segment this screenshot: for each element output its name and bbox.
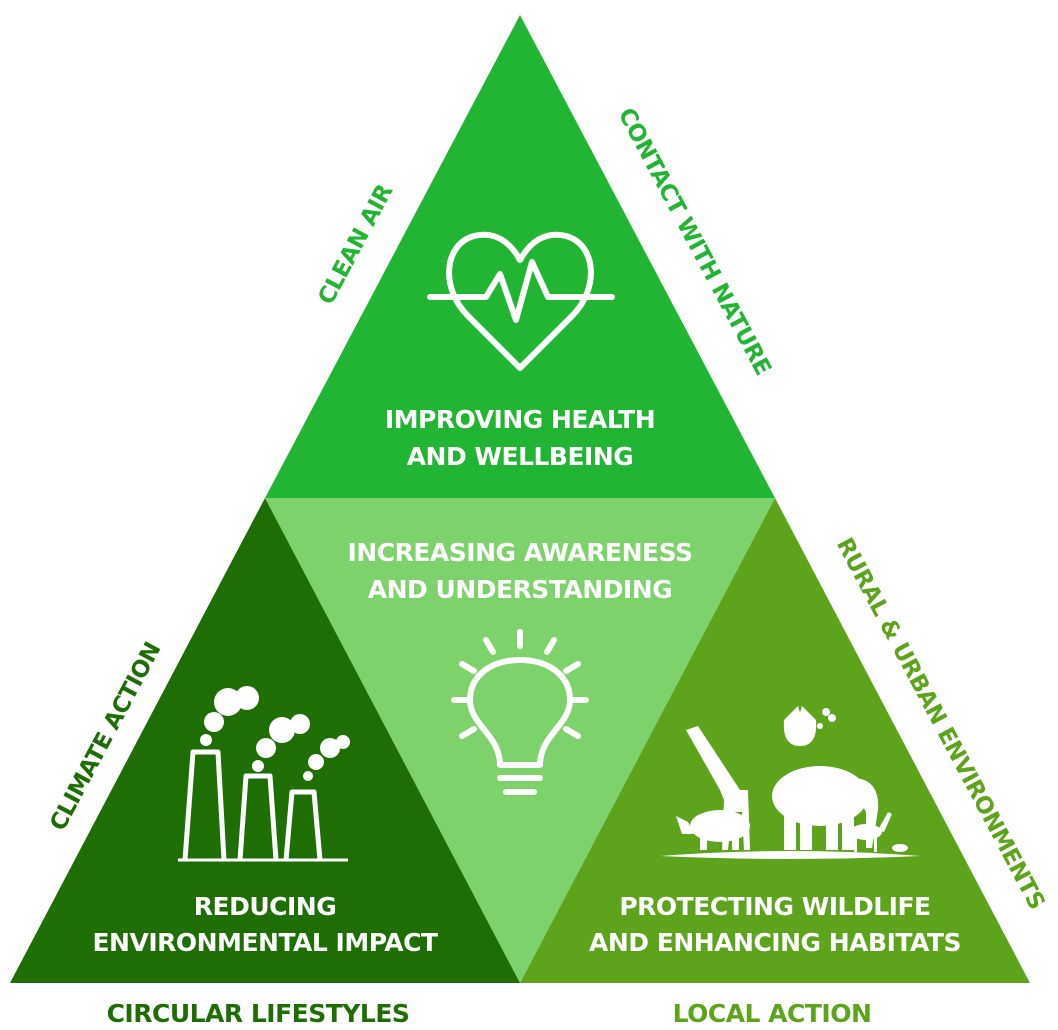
bottom-label-circular-lifestyles: CIRCULAR LIFESTYLES [107, 999, 410, 1028]
left-panel-title-line1: REDUCING [194, 892, 336, 921]
left-panel-title-line2: ENVIRONMENTAL IMPACT [92, 928, 437, 957]
center-triangle [265, 498, 775, 983]
right-triangle [520, 498, 1030, 983]
right-panel-title-line1: PROTECTING WILDLIFE [619, 892, 930, 921]
wildlife-icon [660, 706, 920, 859]
factory-smoke-icon [178, 686, 350, 862]
center-panel-title-line2: AND UNDERSTANDING [368, 575, 672, 604]
top-panel-title-line2: AND WELLBEING [407, 442, 634, 471]
center-panel-title-line1: INCREASING AWARENESS [348, 538, 693, 567]
top-panel-title-line1: IMPROVING HEALTH [385, 405, 655, 434]
bottom-label-local-action: LOCAL ACTION [673, 999, 872, 1028]
lightbulb-icon [451, 629, 589, 795]
right-panel-title-line2: AND ENHANCING HABITATS [589, 928, 961, 957]
heart-pulse-icon [427, 231, 615, 371]
